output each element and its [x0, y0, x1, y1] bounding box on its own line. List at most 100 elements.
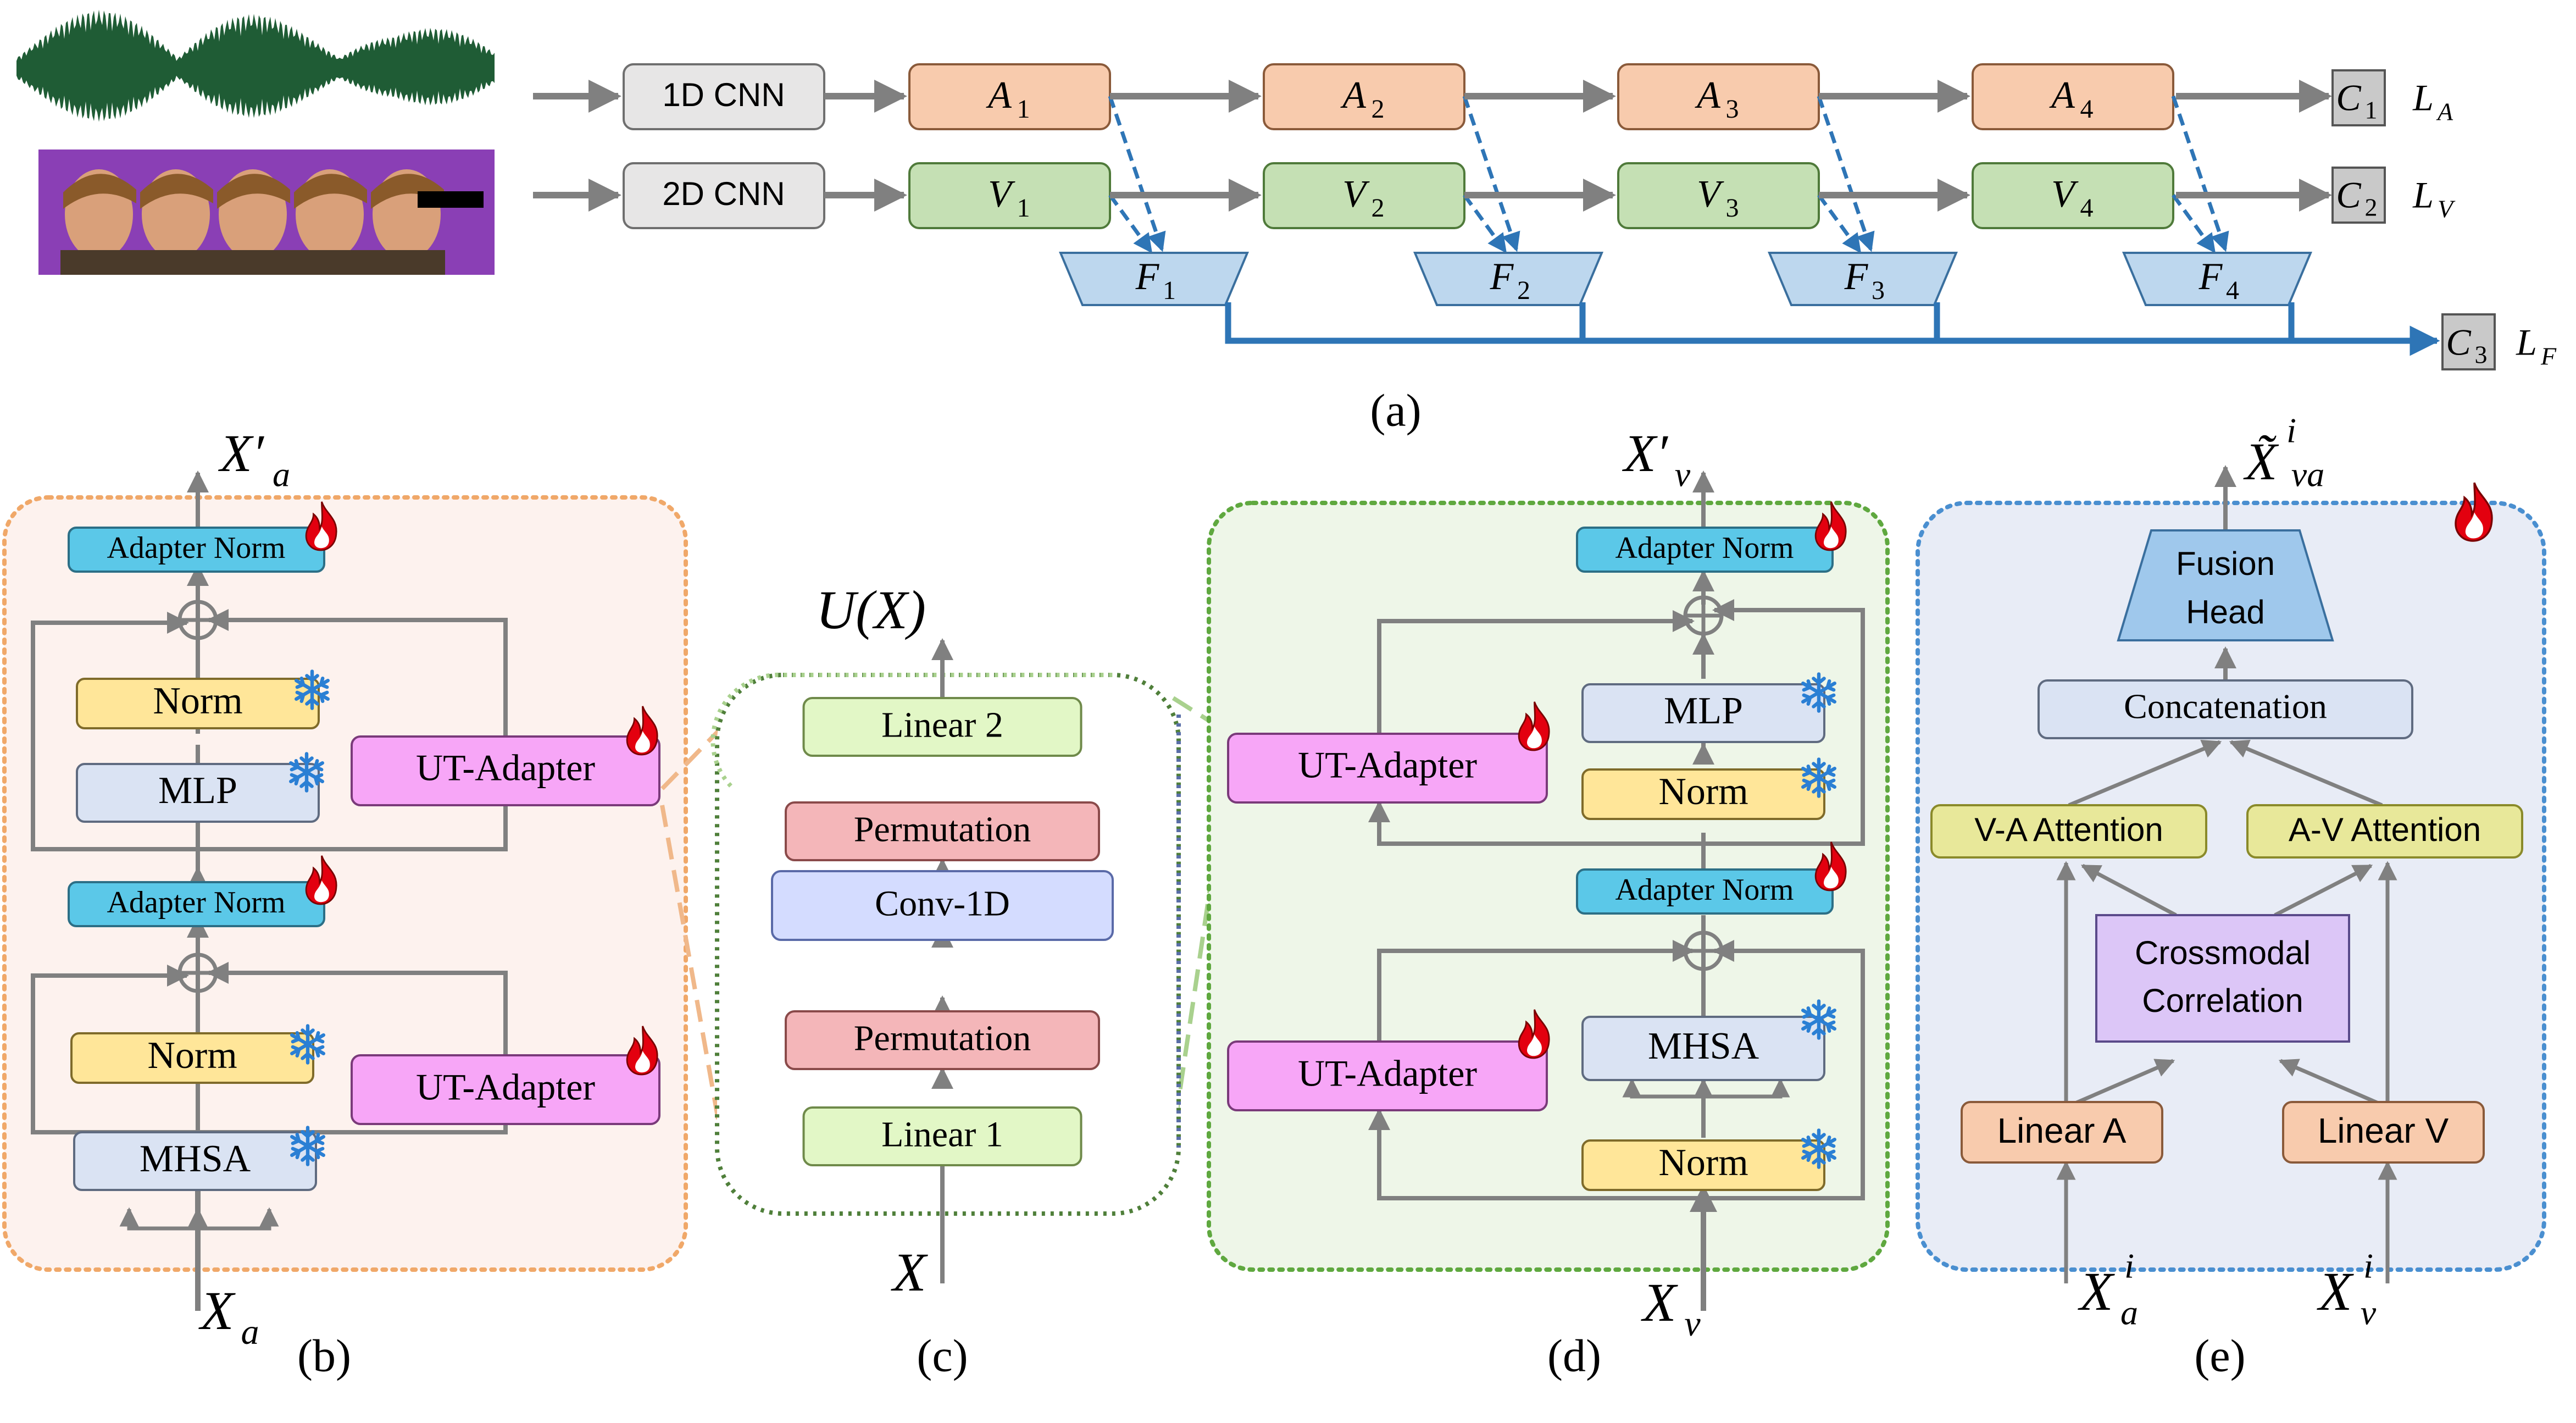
classifier-1: C 1 L A — [2176, 69, 2453, 126]
svg-text:UT-Adapter: UT-Adapter — [416, 747, 595, 789]
panel-c-output-label: U(X) — [816, 579, 926, 640]
classifier-2-letter: C — [2336, 174, 2361, 216]
panel-b-ut-adapter-bottom: UT-Adapter — [351, 1054, 660, 1125]
va-attention-box: V-A Attention — [1930, 804, 2207, 859]
svg-text:v: v — [1684, 1304, 1701, 1344]
cnn-audio-label: 1D CNN — [662, 76, 785, 113]
panel-d-adapter-norm-top: Adapter Norm — [1576, 527, 1834, 573]
panel-c-layer-label: Linear 1 — [881, 1115, 1003, 1155]
panel-c-layer-4: Permutation — [785, 1010, 1100, 1070]
video-block-index: 4 — [2080, 193, 2094, 223]
audio-block-letter: A — [2049, 74, 2075, 117]
panel-b-norm-bottom: Norm — [70, 1032, 314, 1084]
fire-icon — [2455, 481, 2493, 542]
panel-d-mhsa: MHSA — [1581, 1016, 1825, 1081]
svg-text:MLP: MLP — [158, 769, 237, 812]
svg-text:UT-Adapter: UT-Adapter — [1298, 1053, 1477, 1094]
svg-text:Norm: Norm — [153, 680, 242, 722]
video-block-index: 3 — [1726, 193, 1739, 223]
panel-b-ut-adapter-top: UT-Adapter — [351, 735, 660, 806]
svg-text:v: v — [2361, 1293, 2377, 1332]
audio-block-index: 4 — [2080, 95, 2094, 124]
svg-text:UT-Adapter: UT-Adapter — [416, 1066, 595, 1108]
panel-d: Adapter Norm MLP Norm Adapter Norm MHSA … — [1207, 424, 1890, 1381]
video-block-letter: V — [1342, 173, 1370, 215]
cnn-video-label: 2D CNN — [662, 175, 785, 212]
svg-text:i: i — [2286, 411, 2296, 450]
panel-b-label: (b) — [297, 1330, 351, 1381]
svg-text:Norm: Norm — [1658, 771, 1748, 813]
svg-text:MLP: MLP — [1664, 690, 1743, 732]
panel-c-layer-5: Linear 1 — [802, 1106, 1082, 1166]
svg-text:X: X — [2316, 1261, 2354, 1322]
svg-text:V-A Attention: V-A Attention — [1974, 811, 2163, 848]
video-block-letter: V — [2051, 173, 2079, 215]
classifier-1-letter: C — [2336, 77, 2361, 119]
panel-b-adapter-norm-top: Adapter Norm — [68, 527, 325, 573]
svg-text:a: a — [241, 1312, 259, 1352]
panel-b: Adapter Norm Norm MLP Adapter Norm Norm … — [2, 424, 688, 1381]
audio-block-index: 3 — [1726, 95, 1739, 124]
svg-text:Concatenation: Concatenation — [2124, 687, 2327, 726]
audio-block-index: 2 — [1372, 95, 1385, 124]
audio-block-index: 1 — [1017, 95, 1030, 124]
panel-d-input-label: X v — [1640, 1272, 1701, 1344]
panel-b-output-label: X′ a — [218, 424, 290, 494]
panel-e-input-a-label: X i a — [2077, 1247, 2138, 1332]
classifier-3: C 3 L F — [1225, 302, 2557, 370]
loss-f-letter: L — [2516, 322, 2537, 363]
svg-text:a: a — [2120, 1293, 2138, 1332]
classifier-1-sub: 1 — [2365, 96, 2378, 124]
loss-v-letter: L — [2412, 174, 2434, 216]
panel-c-layer-label: Permutation — [854, 1018, 1031, 1059]
svg-text:Adapter Norm: Adapter Norm — [1615, 873, 1794, 907]
panel-d-mlp: MLP — [1581, 683, 1825, 743]
video-block-index: 1 — [1017, 193, 1030, 223]
panel-b-norm-top: Norm — [76, 678, 320, 729]
panel-b-input-label: X a — [198, 1280, 259, 1352]
panel-b-mhsa: MHSA — [73, 1131, 317, 1191]
panel-c-layer-1: Linear 2 — [802, 697, 1082, 757]
concatenation-box: Concatenation — [2038, 679, 2413, 739]
svg-text:X: X — [2077, 1261, 2115, 1322]
fusion-block-letter: F — [1135, 256, 1160, 298]
video-block-index: 2 — [1372, 193, 1385, 223]
panel-c-input-label: X — [890, 1242, 928, 1303]
panel-d-norm-top: Norm — [1581, 768, 1825, 820]
svg-text:Adapter Norm: Adapter Norm — [1615, 531, 1794, 565]
svg-text:v: v — [1675, 455, 1691, 494]
svg-text:a: a — [273, 455, 290, 494]
audio-block-letter: A — [986, 74, 1012, 117]
svg-text:X′: X′ — [1622, 424, 1669, 483]
av-attention-box: A-V Attention — [2246, 804, 2523, 859]
panel-e-input-v-label: X i v — [2316, 1247, 2376, 1332]
panel-b-adapter-norm-mid: Adapter Norm — [68, 881, 325, 927]
svg-text:MHSA: MHSA — [140, 1138, 251, 1180]
svg-text:X: X — [198, 1280, 236, 1341]
video-block-letter: V — [1697, 173, 1724, 215]
svg-text:X̃: X̃ — [2243, 432, 2279, 491]
panel-c: Linear 2PermutationConv-1DPermutationLin… — [660, 579, 1228, 1381]
panel-d-norm-bottom: Norm — [1581, 1139, 1825, 1191]
panel-d-ut-adapter-bottom: UT-Adapter — [1227, 1040, 1548, 1111]
svg-text:MHSA: MHSA — [1648, 1025, 1759, 1067]
loss-a-sub: A — [2436, 98, 2453, 126]
svg-text:Head: Head — [2186, 594, 2264, 630]
panel-e-output-label: X̃ i va — [2243, 411, 2325, 494]
fusion-block-index: 4 — [2226, 276, 2239, 305]
classifier-2-sub: 2 — [2365, 193, 2378, 222]
linear-v-box: Linear V — [2282, 1101, 2485, 1164]
fusion-block-letter: F — [2199, 256, 2223, 298]
face-video-frames — [38, 150, 495, 275]
panel-d-output-label: X′ v — [1622, 424, 1691, 494]
fusion-block-letter: F — [1490, 256, 1514, 298]
panel-c-layer-label: Conv-1D — [875, 884, 1010, 924]
loss-a-letter: L — [2412, 77, 2434, 119]
audio-block-letter: A — [1340, 74, 1366, 117]
